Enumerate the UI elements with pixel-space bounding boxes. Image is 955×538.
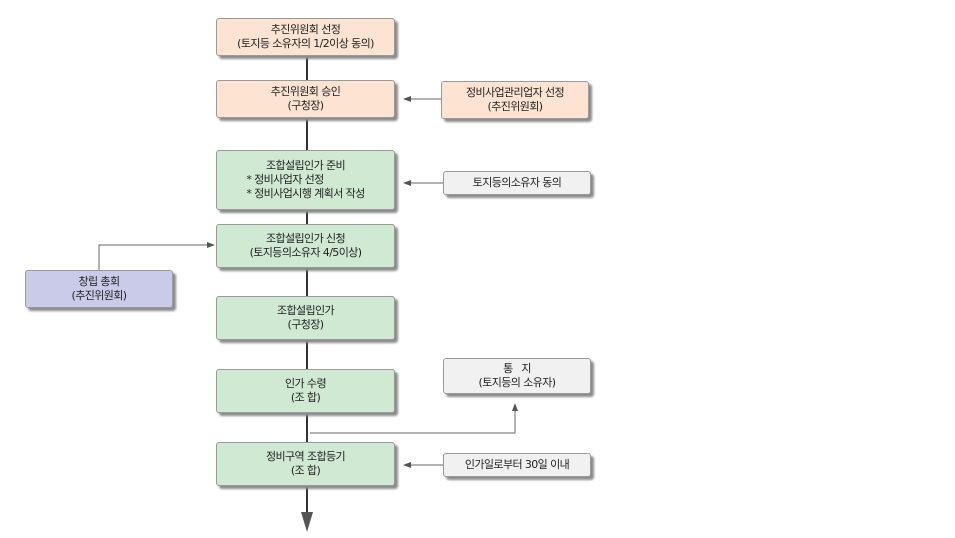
side-management-selection-note: (추진위원회) [487, 100, 544, 113]
bullet-plan-preparation: * 정비사업시행 계획서 작성 [246, 187, 365, 200]
step-establishment-application: 조합설립인가 신청 (토지등의소유자 4/5이상) [216, 224, 395, 268]
step-establishment-approval: 조합설립인가 (구청장) [216, 296, 395, 340]
step-establishment-preparation-bullets: * 정비사업자 선정 * 정비사업시행 계획서 작성 [246, 173, 365, 201]
step-approval-receipt-note: (조 합) [290, 391, 321, 404]
side-founding-meeting: 창립 총회 (추진위원회) [25, 270, 173, 308]
side-notification-title: 통 지 [503, 362, 531, 375]
step-union-registration-note: (조 합) [290, 464, 321, 477]
step-establishment-approval-note: (구청장) [287, 318, 325, 331]
step-union-registration: 정비구역 조합등기 (조 합) [216, 442, 395, 486]
step-establishment-preparation: 조합설립인가 준비 * 정비사업자 선정 * 정비사업시행 계획서 작성 [216, 150, 395, 210]
arrow-meeting-to-application [98, 242, 215, 270]
side-management-selection-title: 정비사업관리업자 선정 [465, 86, 565, 99]
step-committee-selection-title: 추진위원회 선정 [270, 23, 341, 36]
step-committee-approval-title: 추진위원회 승인 [270, 85, 341, 98]
step-approval-receipt: 인가 수령 (조 합) [216, 369, 395, 413]
step-establishment-approval-title: 조합설립인가 [276, 304, 335, 317]
side-management-selection: 정비사업관리업자 선정 (추진위원회) [441, 81, 589, 119]
side-founding-meeting-title: 창립 총회 [78, 275, 121, 288]
step-committee-approval: 추진위원회 승인 (구청장) [216, 80, 395, 118]
side-registration-deadline-title: 인가일로부터 30일 이내 [464, 458, 570, 471]
bullet-contractor-selection: * 정비사업자 선정 [246, 173, 324, 186]
side-founding-meeting-note: (추진위원회) [71, 289, 128, 302]
side-owner-consent: 토지등의소유자 동의 [443, 171, 591, 195]
step-union-registration-title: 정비구역 조합등기 [265, 450, 346, 463]
side-registration-deadline: 인가일로부터 30일 이내 [443, 453, 591, 477]
step-establishment-application-note: (토지등의소유자 4/5이상) [249, 246, 362, 259]
main-flow-end-arrow [301, 512, 313, 532]
side-notification: 통 지 (토지등의 소유자) [443, 358, 591, 394]
step-establishment-application-title: 조합설립인가 신청 [265, 232, 346, 245]
step-committee-selection: 추진위원회 선정 (토지등 소유자의 1/2이상 동의) [216, 18, 395, 56]
side-notification-note: (토지등의 소유자) [478, 376, 557, 389]
step-approval-receipt-title: 인가 수령 [285, 377, 327, 390]
step-establishment-preparation-title: 조합설립인가 준비 [265, 159, 346, 172]
arrow-receipt-to-notification [310, 403, 518, 434]
step-committee-approval-note: (구청장) [287, 99, 325, 112]
step-committee-selection-note: (토지등 소유자의 1/2이상 동의) [237, 37, 374, 50]
side-owner-consent-title: 토지등의소유자 동의 [472, 176, 562, 189]
